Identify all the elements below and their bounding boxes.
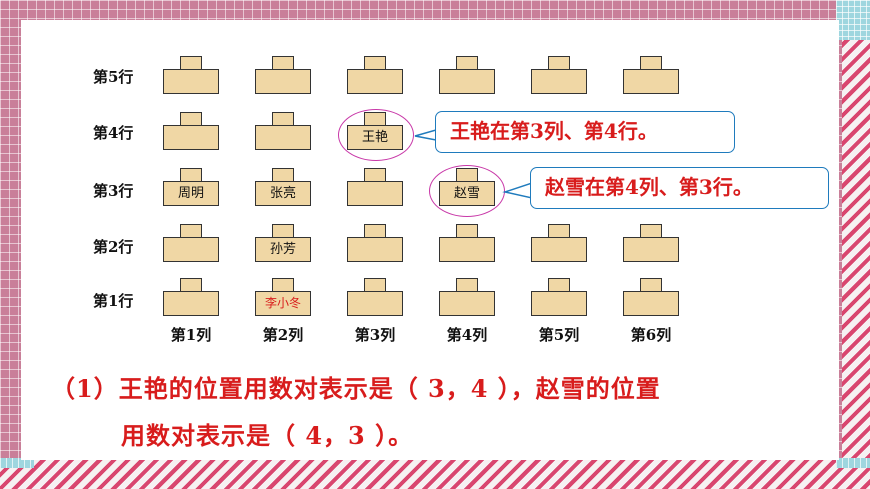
decorative-strip-right <box>836 458 870 468</box>
seat-r1-c2: 李小冬 <box>255 278 311 316</box>
seat-r4-c1 <box>163 112 219 150</box>
highlight-ellipse-wangyan <box>338 109 414 161</box>
callout-zhaoxue: 赵雪在第4列、第3行。 <box>530 167 829 209</box>
callout-wangyan: 王艳在第3列、第4行。 <box>435 111 735 153</box>
seat-r5-c1 <box>163 56 219 94</box>
callout-wangyan-text: 王艳在第3列、第4行。 <box>450 119 658 143</box>
seat-r2-c6 <box>623 224 679 262</box>
row-label-1: 第1行 <box>93 292 134 310</box>
seat-r1-c6 <box>623 278 679 316</box>
seat-r2-c3 <box>347 224 403 262</box>
col-label-5: 第5列 <box>538 326 580 344</box>
answer-line-2: 用数对表示是（ 4，3 ）。 <box>121 421 414 450</box>
seat-r3-c1: 周明 <box>163 168 219 206</box>
answer-line-1: （1）王艳的位置用数对表示是（ 3，4 ），赵雪的位置 <box>51 374 661 403</box>
seat-r2-c4 <box>439 224 495 262</box>
seat-r2-c5 <box>531 224 587 262</box>
col-label-3: 第3列 <box>354 326 396 344</box>
col-label-6: 第6列 <box>630 326 672 344</box>
student-name-sunfang: 孙芳 <box>269 242 296 257</box>
row-label-4: 第4行 <box>93 124 134 142</box>
seat-r1-c4 <box>439 278 495 316</box>
seat-r5-c5 <box>531 56 587 94</box>
slide-panel: 第5行 第4行 第3行 第2行 第1行 王艳 周明 张亮 赵雪 孙芳 李小冬 第… <box>21 20 839 460</box>
decorative-stripe-right <box>842 0 870 489</box>
seat-r2-c1 <box>163 224 219 262</box>
seat-r5-c4 <box>439 56 495 94</box>
row-label-2: 第2行 <box>93 238 134 256</box>
seat-r4-c2 <box>255 112 311 150</box>
col-label-4: 第4列 <box>446 326 488 344</box>
decorative-stripe-bottom <box>0 458 870 489</box>
seat-r2-c2: 孙芳 <box>255 224 311 262</box>
seat-r1-c1 <box>163 278 219 316</box>
student-name-lixiaodong: 李小冬 <box>264 296 301 310</box>
seat-r3-c2: 张亮 <box>255 168 311 206</box>
seat-r3-c3 <box>347 168 403 206</box>
row-label-5: 第5行 <box>93 68 134 86</box>
col-label-2: 第2列 <box>262 326 304 344</box>
row-label-3: 第3行 <box>93 182 134 200</box>
seat-r1-c3 <box>347 278 403 316</box>
decorative-corner-grid <box>836 0 870 40</box>
seat-r5-c6 <box>623 56 679 94</box>
col-label-1: 第1列 <box>170 326 212 344</box>
seat-r5-c3 <box>347 56 403 94</box>
student-name-zhangliang: 张亮 <box>269 186 296 201</box>
student-name-zhouming: 周明 <box>177 186 204 201</box>
seat-r1-c5 <box>531 278 587 316</box>
callout-zhaoxue-text: 赵雪在第4列、第3行。 <box>545 175 753 199</box>
highlight-ellipse-zhaoxue <box>429 165 505 217</box>
decorative-strip-left <box>0 458 34 468</box>
seat-r5-c2 <box>255 56 311 94</box>
